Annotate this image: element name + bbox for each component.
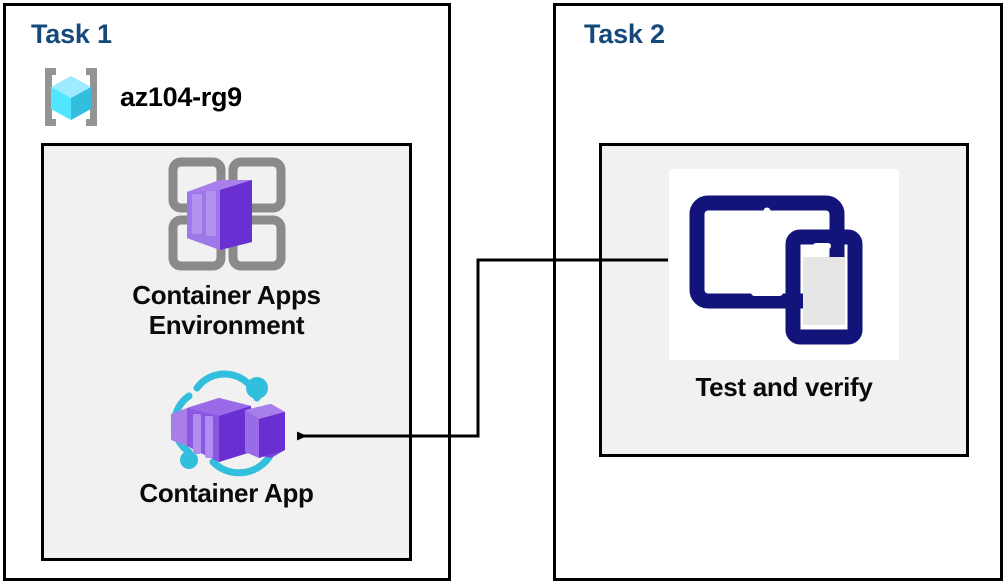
- container-apps-environment-caption: Container Apps Environment: [132, 280, 321, 341]
- container-app-caption: Container App: [139, 478, 314, 508]
- node-container-app: Container App: [41, 370, 412, 508]
- devices-icon-plate: [669, 169, 899, 360]
- task-1-title: Task 1: [31, 19, 112, 49]
- test-and-verify-caption: Test and verify: [695, 372, 873, 402]
- node-container-apps-environment: Container Apps Environment: [41, 152, 412, 340]
- container-apps-environment-icon: [159, 152, 295, 278]
- resource-group-icon: [36, 62, 106, 132]
- container-app-icon: [153, 370, 301, 477]
- resource-group-row: az104-rg9: [36, 62, 242, 132]
- task-2-title: Task 2: [584, 19, 665, 49]
- devices-icon: [689, 185, 879, 345]
- resource-group-label: az104-rg9: [120, 81, 242, 112]
- node-test-and-verify: Test and verify: [599, 169, 969, 402]
